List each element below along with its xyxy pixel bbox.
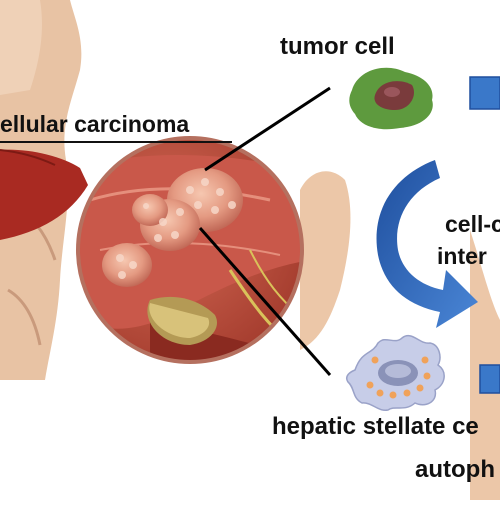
connector-lines bbox=[198, 86, 332, 376]
tumor-cell-icon bbox=[349, 67, 433, 130]
hepatic-stellate-label: hepatic stellate ce bbox=[272, 413, 479, 440]
blue-bar-bottom bbox=[479, 364, 500, 394]
tumor-clusters bbox=[102, 168, 243, 287]
interaction-label: inter bbox=[437, 243, 487, 269]
interaction-arrow bbox=[376, 160, 478, 328]
liver-illustration bbox=[0, 149, 88, 240]
cell-cell-label: cell-c bbox=[445, 211, 500, 237]
tumor-cell-label: tumor cell bbox=[280, 33, 395, 60]
blue-bar-top bbox=[469, 76, 500, 110]
autophagy-label: autoph bbox=[415, 456, 495, 483]
carcinoma-label: ellular carcinoma bbox=[0, 111, 190, 137]
hepatic-stellate-cell-icon bbox=[345, 334, 445, 411]
carcinoma-underline bbox=[0, 141, 232, 143]
